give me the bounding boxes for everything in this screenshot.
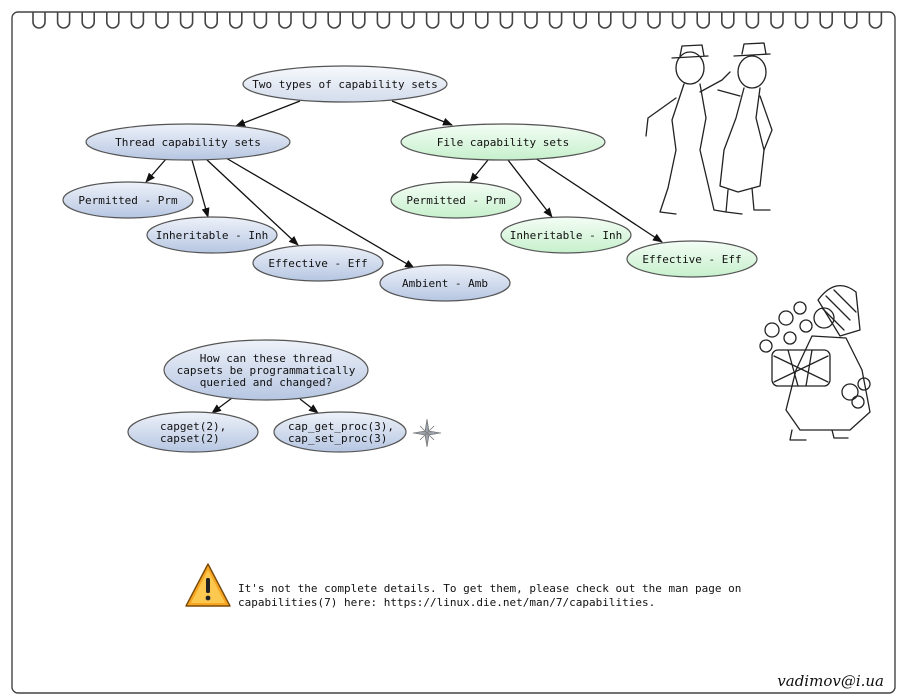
spiral-ring	[56, 12, 71, 29]
thread-inheritable-label: Inheritable - Inh	[156, 229, 269, 242]
thread-inheritable-node: Inheritable - Inh	[146, 216, 278, 254]
spiral-ring	[475, 12, 489, 29]
file-permitted-node: Permitted - Prm	[390, 181, 522, 219]
spiral-ring	[450, 12, 464, 29]
spiral-ring	[278, 12, 292, 29]
thread-to-inheritable-arrow	[191, 159, 210, 218]
spiral-ring	[770, 12, 784, 29]
question-line-2: capsets be programmatically	[177, 364, 356, 377]
thread-ambient-label: Ambient - Amb	[402, 277, 488, 290]
spiral-ring	[819, 12, 833, 29]
spiral-ring	[745, 12, 760, 29]
spiral-ring	[499, 12, 514, 29]
thread-effective-node: Effective - Eff	[252, 244, 384, 282]
thread-sets-label: Thread capability sets	[115, 136, 261, 149]
spiral-ring	[179, 12, 194, 29]
spiral-ring	[868, 12, 883, 29]
root-to-file-arrow	[391, 100, 453, 126]
spiral-ring	[524, 12, 538, 29]
spiral-ring	[204, 12, 218, 29]
answer-cap-proc-line-2: cap_set_proc(3)	[288, 432, 387, 445]
answer-capget-node: capget(2), capset(2)	[127, 411, 259, 453]
answer-capget-line-1: capget(2),	[160, 420, 226, 433]
spiral-ring	[253, 12, 268, 29]
spiral-ring	[352, 12, 366, 29]
root-node: Two types of capability sets	[242, 65, 448, 103]
question-line-3: queried and changed?	[200, 376, 332, 389]
question-to-capget-arrow	[211, 397, 233, 414]
flower-woman-illustration	[759, 284, 871, 441]
spiral-ring	[721, 12, 735, 29]
thread-to-effective-arrow	[205, 158, 299, 246]
spiral-ring	[106, 12, 120, 29]
file-to-permitted-arrow	[469, 159, 489, 183]
author-signature: vadimov@i.ua	[777, 672, 884, 690]
spiral-ring	[327, 12, 341, 29]
spiral-ring	[794, 12, 809, 29]
spiral-ring	[548, 12, 563, 29]
root-to-thread-arrow	[235, 100, 301, 127]
spiral-ring	[130, 12, 145, 29]
thread-sets-node: Thread capability sets	[85, 123, 291, 161]
answer-cap-proc-line-1: cap_get_proc(3),	[288, 420, 394, 433]
spiral-ring	[302, 12, 317, 29]
file-sets-label: File capability sets	[437, 136, 569, 149]
question-to-cap-proc-arrow	[299, 398, 319, 414]
file-effective-node: Effective - Eff	[626, 240, 758, 278]
file-inheritable-node: Inheritable - Inh	[500, 216, 632, 254]
file-sets-node: File capability sets	[400, 123, 606, 161]
spiral-ring	[696, 12, 710, 29]
question-line-1: How can these thread	[200, 352, 332, 365]
page-border	[11, 11, 896, 694]
file-permitted-label: Permitted - Prm	[406, 194, 506, 207]
spiral-ring	[401, 12, 415, 29]
spiral-ring	[671, 12, 686, 29]
file-effective-label: Effective - Eff	[642, 253, 741, 266]
sparkle-icon	[412, 418, 442, 448]
thread-effective-label: Effective - Eff	[268, 257, 367, 270]
file-to-inheritable-arrow	[507, 159, 553, 218]
spiral-ring	[81, 12, 95, 29]
spiral-ring	[647, 12, 661, 29]
answer-cap-proc-node: cap_get_proc(3), cap_set_proc(3)	[273, 411, 407, 453]
note-text: It's not the complete details. To get th…	[238, 582, 742, 609]
spiral-ring	[376, 12, 391, 29]
thread-permitted-label: Permitted - Prm	[78, 194, 178, 207]
question-node: How can these thread capsets be programm…	[163, 339, 369, 401]
spiral-ring	[622, 12, 637, 29]
spiral-ring	[425, 12, 440, 29]
file-to-effective-arrow	[534, 157, 663, 243]
thread-to-ambient-arrow	[225, 157, 415, 269]
spiral-ring	[155, 12, 169, 29]
spiral-ring	[229, 12, 243, 29]
thread-to-permitted-arrow	[145, 158, 167, 183]
spiral-ring	[844, 12, 858, 29]
spiral-ring	[598, 12, 612, 29]
diagram-edges	[145, 100, 663, 414]
answer-capget-line-2: capset(2)	[160, 432, 220, 445]
spiral-ring	[32, 12, 46, 29]
root-node-label: Two types of capability sets	[252, 78, 437, 91]
spiral-ring	[573, 12, 587, 29]
spiral-binding	[32, 12, 883, 29]
thread-permitted-node: Permitted - Prm	[62, 181, 194, 219]
thread-ambient-node: Ambient - Amb	[379, 264, 511, 302]
dancing-couple-illustration	[645, 42, 773, 215]
file-inheritable-label: Inheritable - Inh	[510, 229, 623, 242]
warning-icon	[185, 563, 231, 607]
